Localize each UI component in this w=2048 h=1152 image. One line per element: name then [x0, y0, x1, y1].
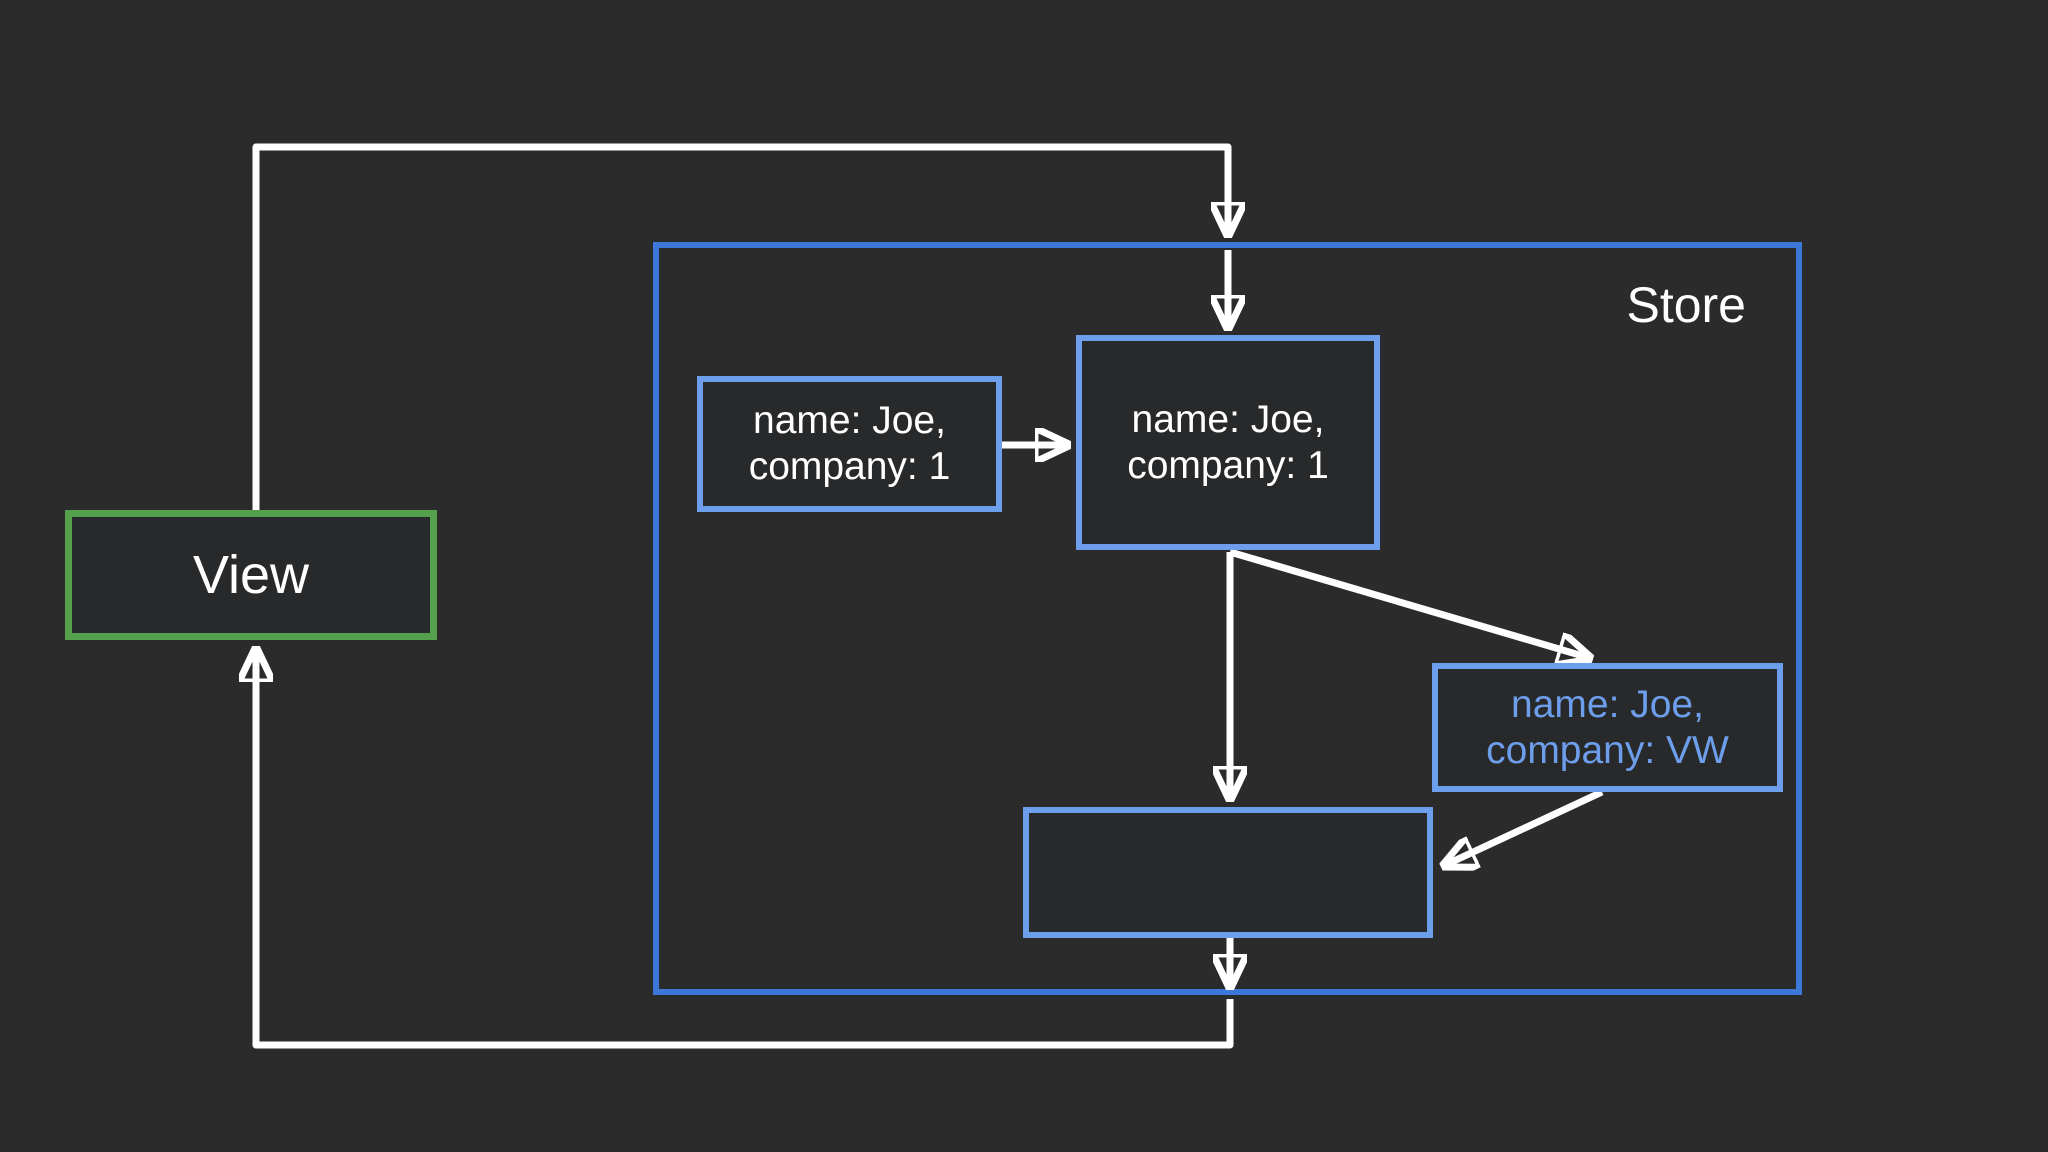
edge-record-right-to-record-bottom [1441, 788, 1604, 867]
record-right-line2: company: VW [1486, 728, 1729, 772]
record-center-line2: company: 1 [1127, 443, 1329, 487]
edge-store-exit-to-view [256, 646, 1234, 1049]
record-right-line1: name: Joe, [1511, 682, 1704, 726]
record-center-line1: name: Joe, [1131, 397, 1325, 441]
record-left-line1: name: Joe, [753, 399, 946, 442]
store-label: Store [1626, 277, 1746, 333]
record-bottom-empty-node [1023, 807, 1433, 938]
record-left-line2: company: 1 [748, 445, 951, 488]
view-node: View [65, 510, 437, 640]
record-left-node: name: Joe, company: 1 [697, 376, 1002, 512]
record-center-node: name: Joe, company: 1 [1076, 335, 1380, 550]
record-right-node: name: Joe, company: VW [1432, 663, 1783, 792]
view-label: View [192, 545, 310, 605]
store-group-node: Store [653, 242, 1802, 995]
edge-record-center-to-record-right [1229, 548, 1593, 659]
edge-view-to-store [252, 143, 1228, 512]
